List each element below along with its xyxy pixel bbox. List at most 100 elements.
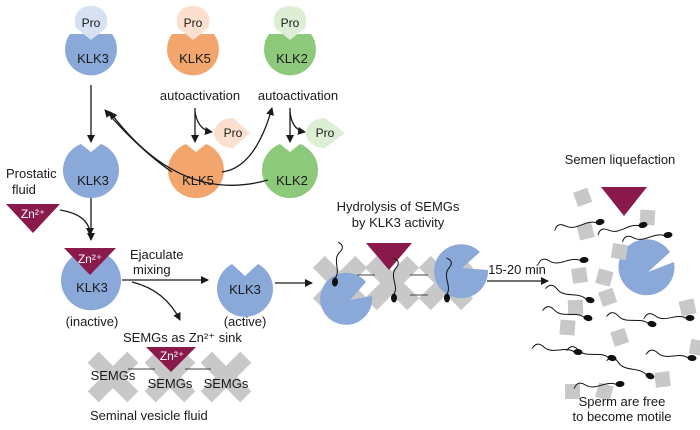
klk2-propeptide-shape (273, 6, 307, 40)
arrow-klk5-activates-klk2 (221, 107, 274, 173)
arrow-release-pro-klk5 (194, 111, 213, 135)
sperm-cell (606, 357, 655, 380)
active-klk5-enzyme (168, 144, 225, 199)
semg-cross-sink (87, 351, 139, 403)
zinc-triangle-hydrolysis (366, 243, 412, 270)
semg-cross-bar (200, 351, 252, 403)
semg-fragment (598, 287, 618, 307)
semgs-label-2: SEMGs (148, 376, 193, 391)
klk2-proenzyme-body (264, 34, 317, 76)
sperm-head (647, 320, 657, 328)
klk5-proenzyme-body (167, 34, 219, 76)
sperm-tail (573, 382, 617, 389)
zinc-triangle-bound (64, 248, 116, 275)
sperm-head (579, 256, 589, 264)
semg-fragment (595, 382, 614, 401)
semg-fragment (571, 266, 589, 284)
released-pro-klk2: Pro (306, 118, 345, 148)
released-pro-klk5-label: Pro (224, 126, 243, 140)
sperm-cell (531, 343, 583, 356)
sperm-tail (542, 306, 585, 318)
sperm-tail (606, 312, 649, 324)
sperm-tail (566, 346, 609, 358)
active-klk3-label: KLK3 (77, 173, 109, 188)
sperm-tail (334, 241, 343, 279)
semg-fragment (610, 242, 628, 261)
sperm-head (615, 380, 625, 388)
sperm-free-label-line1: Sperm are free (579, 394, 666, 409)
sperm-tail (606, 357, 647, 376)
sperm-head (331, 277, 339, 287)
arrow-zinc-to-klk3 (59, 209, 94, 236)
klk5-pro-label: Pro (184, 16, 203, 30)
time-label: 15-20 min (488, 262, 546, 277)
seminal-vesicle-fluid-label: Seminal vesicle fluid (90, 408, 208, 423)
active-klk2-label: KLK2 (276, 173, 308, 188)
semen-liquefaction-label: Semen liquefaction (565, 152, 676, 167)
sperm-head (391, 293, 397, 303)
zinc-triangle-sink (146, 347, 196, 372)
semg-fragment (678, 298, 697, 317)
motile-sperm-group (531, 218, 697, 389)
semg-fragment (610, 327, 630, 347)
sperm-head (595, 218, 605, 226)
sperm-tail (621, 234, 665, 243)
sperm-hydrolysis-group (331, 241, 452, 303)
klk3-top-label: KLK3 (77, 51, 109, 66)
hydrolysis-label-line1: Hydrolysis of SEMGs (337, 199, 460, 214)
semgs-label-1: SEMGs (91, 368, 136, 383)
arrow-release-pro-klk2 (289, 111, 306, 135)
sperm-head (663, 231, 673, 239)
sperm-head (638, 221, 648, 229)
inactive-klk3-label: KLK3 (76, 280, 108, 295)
semg-fragment (559, 319, 576, 336)
inactive-klk3-enzyme (60, 252, 122, 311)
sperm-cell (542, 306, 593, 322)
semg-fragment (567, 299, 584, 316)
sperm-tail (445, 257, 452, 295)
semg-fragment (654, 371, 671, 388)
sperm-tail (545, 284, 587, 300)
semg-sink-cluster (87, 351, 252, 403)
sperm-cell (597, 221, 648, 236)
semg-fragment (688, 338, 700, 357)
klk2-pro-label: Pro (281, 16, 300, 30)
active-klk3-mixed-label: KLK3 (229, 282, 261, 297)
arrow-to-semg-sink (131, 281, 181, 321)
klk3-propeptide-shape (74, 6, 108, 40)
semg-fragment (564, 383, 581, 400)
klk5-autoactivation-label: autoactivation (160, 88, 240, 103)
semg-fragment (573, 187, 593, 207)
sperm-tail (643, 313, 687, 320)
klk3-proenzyme-body (65, 34, 117, 76)
inactive-state-label: (inactive) (66, 314, 119, 329)
klk3-enzyme-hydrolysis-right (434, 244, 489, 299)
sperm-head (583, 314, 593, 322)
active-klk3-mixed-enzyme (217, 264, 273, 317)
arrow-klk2-activates-klk3 (109, 111, 269, 186)
sperm-head (685, 315, 695, 321)
semg-cross-bar (364, 255, 420, 311)
prostatic-label-line1: Prostatic (6, 166, 57, 181)
pro-klk2-group: Pro KLK2 (264, 6, 317, 76)
sperm-cell (444, 257, 452, 303)
sperm-cell (537, 256, 589, 265)
sperm-head (645, 372, 655, 380)
prostatic-label-line2: fluid (12, 182, 36, 197)
sperm-cell (331, 241, 343, 287)
klk3-enzyme-hydrolysis-left (320, 272, 373, 325)
zinc-label-prostatic: Zn²⁺ (21, 207, 45, 221)
released-pro-klk2-label: Pro (316, 126, 335, 140)
sperm-cell (566, 346, 617, 362)
sperm-tail (597, 224, 640, 236)
ejaculate-label-line1: Ejaculate (130, 247, 183, 262)
zinc-label-bound: Zn²⁺ (78, 252, 102, 266)
klk2-autoactivation-label: autoactivation (258, 88, 338, 103)
sperm-cell (573, 380, 625, 389)
sperm-head (444, 293, 450, 303)
sperm-head (573, 348, 583, 356)
released-pro-klk5-shape (214, 118, 250, 148)
ejaculate-label-line2: mixing (133, 262, 171, 277)
active-state-label: (active) (224, 314, 267, 329)
hydrolysis-label-line2: by KLK3 activity (352, 215, 445, 230)
